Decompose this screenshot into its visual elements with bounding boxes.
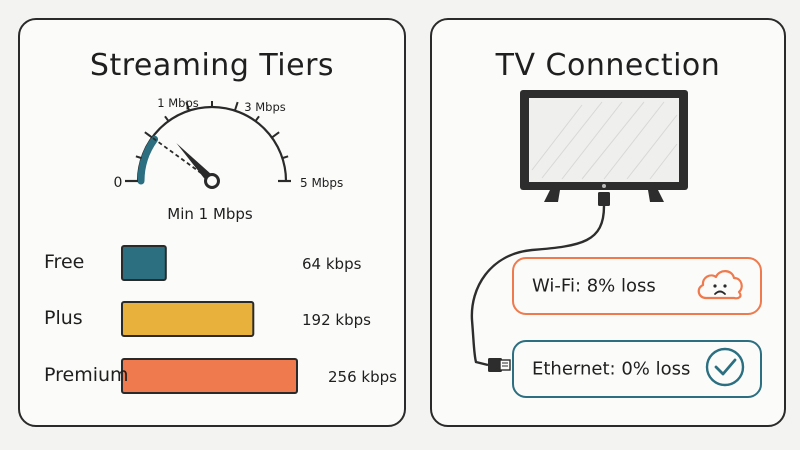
gauge-tick (254, 115, 260, 122)
gauge-hub (204, 173, 220, 189)
gauge-needle (176, 143, 216, 185)
tier-bar-free (121, 245, 167, 281)
tier-label-premium: Premium (44, 364, 129, 386)
tv-illustration (470, 90, 688, 372)
gauge-tick (271, 131, 280, 139)
tier-label-free: Free (44, 251, 85, 273)
ethernet-plug (488, 358, 511, 372)
tv-left-leg (544, 190, 560, 202)
ethernet-loss-label: Ethernet: 0% loss (532, 358, 691, 380)
wifi-loss-label: Wi-Fi: 8% loss (532, 275, 656, 297)
tv-port-connector (598, 192, 610, 206)
gauge-ticks (135, 101, 289, 160)
tv-connection-panel: TV Connection Wi-Fi: 8% loss (430, 18, 786, 427)
streaming-tiers-title: Streaming Tiers (89, 48, 335, 83)
tier-bars (121, 245, 298, 394)
tier-bar-plus (121, 301, 255, 337)
gauge-max-label: 5 Mbps (300, 176, 343, 190)
gauge-tick (282, 155, 289, 160)
gauge-tick-1-label: 1 Mbps (157, 96, 199, 110)
ethernet-cable (470, 205, 606, 367)
gauge-tick (233, 101, 239, 111)
streaming-tiers-panel: Streaming Tiers 0 5 Mbps 1 Mbps 3 Mbps M… (18, 18, 406, 427)
wifi-status-box: Wi-Fi: 8% loss (512, 257, 762, 315)
gauge-tick (135, 155, 142, 160)
gauge-caption: Min 1 Mbps (167, 205, 253, 223)
speed-gauge: 0 5 Mbps 1 Mbps 3 Mbps Min 1 Mbps (114, 96, 343, 394)
gauge-tick (185, 101, 191, 111)
sad-cloud-icon (694, 266, 746, 306)
tier-value-free: 64 kbps (302, 255, 362, 273)
gauge-min-label: 0 (114, 175, 123, 191)
tv-screen (529, 98, 679, 182)
tier-bar-premium (121, 358, 298, 394)
tv-right-leg (648, 190, 664, 202)
tv-power-dot (602, 184, 606, 188)
ethernet-status-box: Ethernet: 0% loss (512, 340, 762, 398)
tv-screen-hatch (531, 101, 678, 180)
tier-value-plus: 192 kbps (302, 311, 371, 329)
tier-value-premium: 256 kbps (328, 368, 397, 386)
tv-connection-title: TV Connection (495, 48, 721, 83)
gauge-tick-3-label: 3 Mbps (244, 100, 286, 114)
tier-label-plus: Plus (44, 307, 83, 329)
gauge-tick (164, 115, 170, 122)
gauge-fill-arc (137, 135, 159, 185)
check-circle-icon (704, 346, 746, 392)
